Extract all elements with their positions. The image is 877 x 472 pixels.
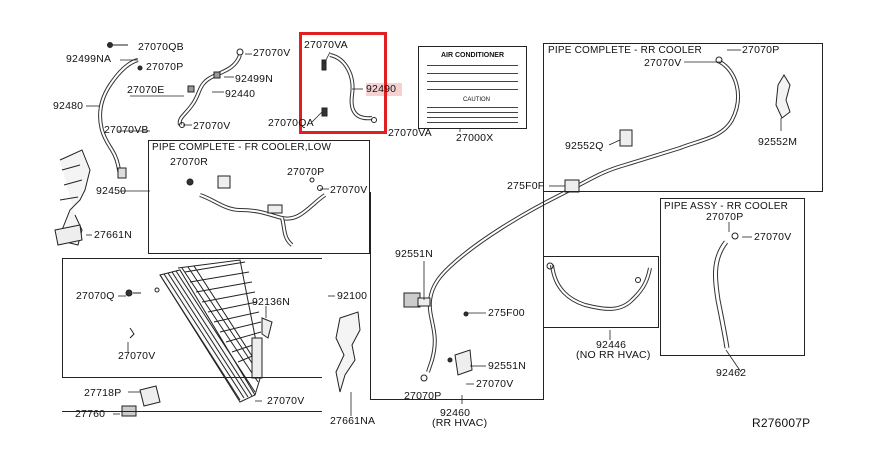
group-box-pipe-assy-rr xyxy=(660,198,805,356)
part-label-92499na[interactable]: 92499NA xyxy=(66,53,112,65)
part-label-27661na[interactable]: 27661NA xyxy=(330,415,376,427)
part-label-27070v-h[interactable]: 27070V xyxy=(267,395,305,407)
part-label-92440[interactable]: 92440 xyxy=(225,88,256,100)
part-label-27070v-g[interactable]: 27070V xyxy=(118,350,156,362)
part-label-92450[interactable]: 92450 xyxy=(96,185,127,197)
part-label-92136n[interactable]: 92136N xyxy=(252,296,290,308)
group-title-fr-cooler-low: PIPE COMPLETE - FR COOLER,LOW xyxy=(152,142,332,153)
diagram-reference-code: R276007P xyxy=(752,416,811,430)
part-label-92462[interactable]: 92462 xyxy=(716,367,747,379)
group-box-condenser xyxy=(62,258,322,378)
part-label-92100[interactable]: 92100 xyxy=(337,290,368,302)
part-label-275f00[interactable]: 275F00 xyxy=(488,307,525,319)
group-box-fr-cooler-low xyxy=(148,140,370,254)
group-title-pipe-assy-rr: PIPE ASSY - RR COOLER xyxy=(664,201,789,212)
part-label-27070v-d[interactable]: 27070V xyxy=(644,57,682,69)
group-box-92446 xyxy=(543,256,659,328)
part-label-27718p[interactable]: 27718P xyxy=(84,387,122,399)
part-label-27070e[interactable]: 27070E xyxy=(127,84,165,96)
part-label-27000x[interactable]: 27000X xyxy=(456,132,494,144)
part-label-92552q[interactable]: 92552Q xyxy=(565,140,604,152)
part-label-27070r[interactable]: 27070R xyxy=(170,156,208,168)
bracket-27661na xyxy=(335,311,361,393)
part-label-27070va-bottom[interactable]: 27070VA xyxy=(388,127,432,139)
part-label-92480[interactable]: 92480 xyxy=(53,100,84,112)
part-label-27070p-d[interactable]: 27070P xyxy=(706,211,744,223)
part-label-27070qb[interactable]: 27070QB xyxy=(138,41,184,53)
part-label-27070va-top[interactable]: 27070VA xyxy=(304,39,348,51)
part-label-275f0f[interactable]: 275F0F xyxy=(507,180,545,192)
part-label-92460-note: (RR HVAC) xyxy=(432,417,488,429)
group-title-rr-cooler: PIPE COMPLETE - RR COOLER xyxy=(548,45,702,56)
condenser-92100 xyxy=(154,259,263,403)
highlight-box-92490[interactable] xyxy=(299,32,387,134)
part-label-92551n[interactable]: 92551N xyxy=(395,248,433,260)
part-label-27070q[interactable]: 27070Q xyxy=(76,290,115,302)
part-label-92460[interactable]: 92460 xyxy=(440,407,471,419)
part-label-27070vb[interactable]: 27070VB xyxy=(104,124,149,136)
part-label-27661n[interactable]: 27661N xyxy=(94,229,132,241)
part-label-27760[interactable]: 27760 xyxy=(75,408,106,420)
part-label-27070p-e[interactable]: 27070P xyxy=(404,390,442,402)
ac-label-card: AIR CONDITIONER CAUTION xyxy=(418,46,527,129)
part-label-27070p-c[interactable]: 27070P xyxy=(742,44,780,56)
part-label-27070v-e[interactable]: 27070V xyxy=(754,231,792,243)
label-card-title: AIR CONDITIONER xyxy=(441,52,504,59)
part-label-92490[interactable]: 92490 xyxy=(366,83,397,95)
part-label-27070v-a[interactable]: 27070V xyxy=(253,47,291,59)
part-label-92499n[interactable]: 92499N xyxy=(235,73,273,85)
part-label-27070p[interactable]: 27070P xyxy=(146,61,184,73)
part-label-92446-note: (NO RR HVAC) xyxy=(576,349,651,361)
pipe-92480 xyxy=(98,58,139,176)
label-card-caution: CAUTION xyxy=(463,97,490,103)
part-label-92551n-b[interactable]: 92551N xyxy=(488,360,526,372)
group-box-rr-cooler xyxy=(543,43,823,192)
part-label-27070p-b[interactable]: 27070P xyxy=(287,166,325,178)
part-label-92446[interactable]: 92446 xyxy=(596,339,627,351)
part-label-27070v-f[interactable]: 27070V xyxy=(476,378,514,390)
part-label-27070qa[interactable]: 27070QA xyxy=(268,117,314,129)
part-label-92552m[interactable]: 92552M xyxy=(758,136,798,148)
part-label-27070v-c[interactable]: 27070V xyxy=(330,184,368,196)
group-box-condenser-lower xyxy=(62,378,322,412)
part-label-27070v-b[interactable]: 27070V xyxy=(193,120,231,132)
